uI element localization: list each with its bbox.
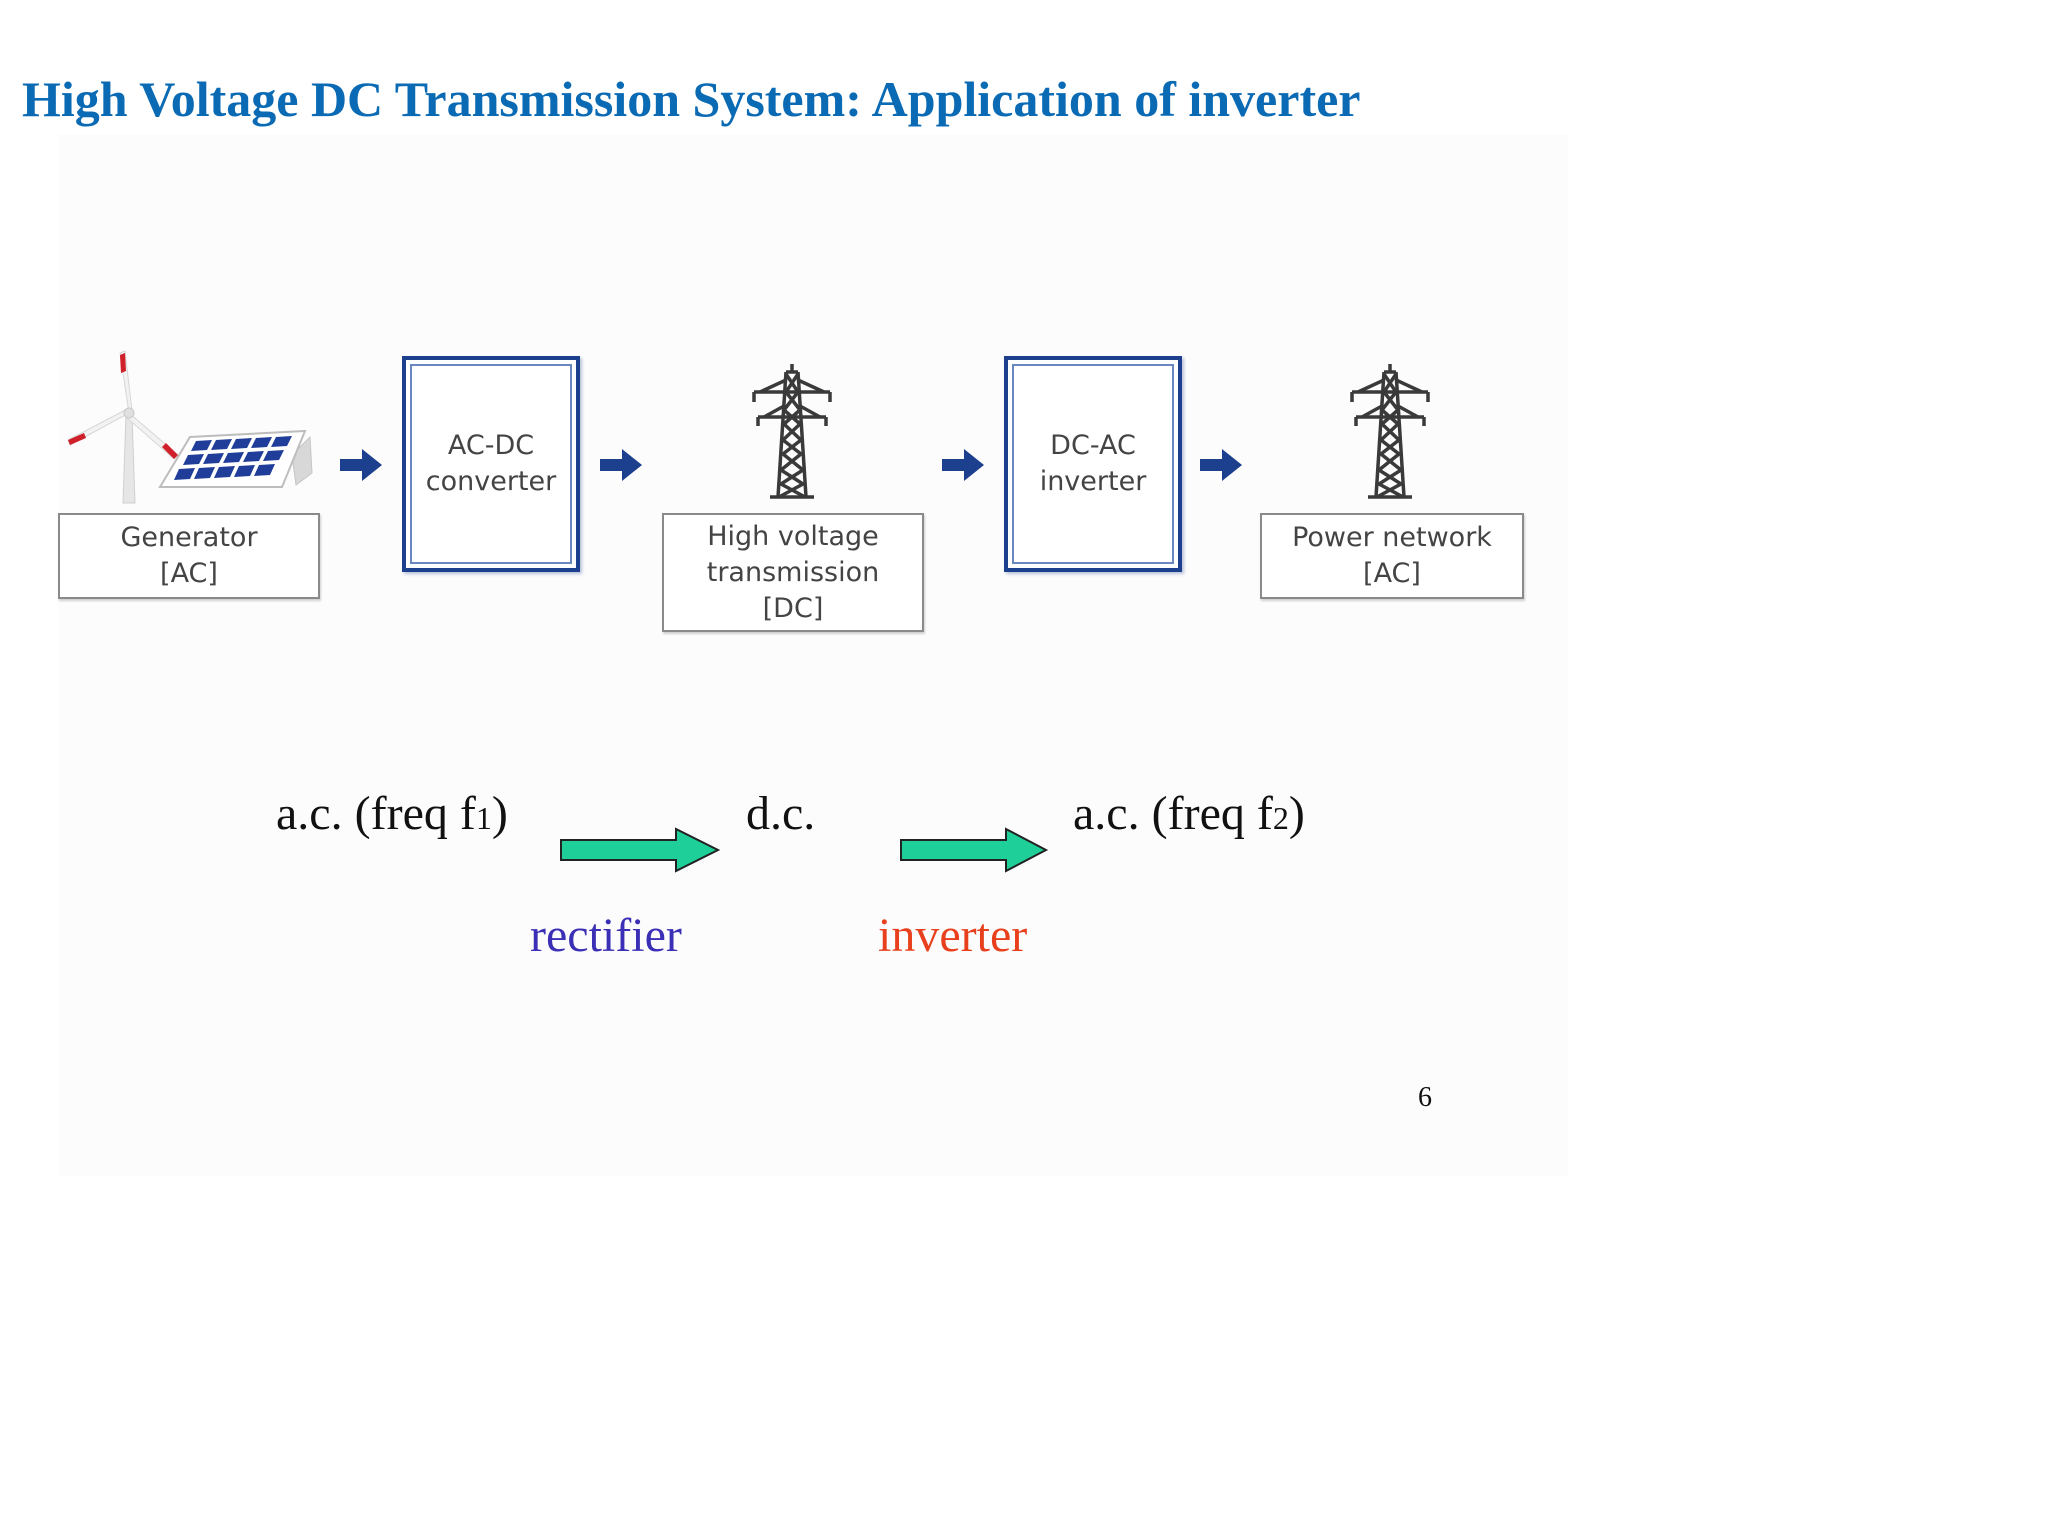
inverter-box-label: inverter <box>1039 466 1147 497</box>
power-network-type: [AC] <box>1363 558 1421 589</box>
ac-output-subscript: 2 <box>1272 800 1289 836</box>
dc-label: d.c. <box>746 787 816 840</box>
slide: High Voltage DC Transmission System: App… <box>22 71 1568 1176</box>
high-voltage-box: High voltage transmission [DC] <box>662 513 924 632</box>
ac-output-close: ) <box>1288 787 1305 840</box>
high-voltage-label: High voltage <box>707 520 879 552</box>
ac-input-text: a.c. (freq f <box>276 787 476 840</box>
ac-input-label: a.c. (freq f1) <box>276 786 508 841</box>
wind-turbine-solar-icon <box>67 350 313 504</box>
rectifier-arrow-icon <box>560 827 721 873</box>
transmission-tower-icon <box>752 364 832 499</box>
dc-ac-label: DC-AC <box>1050 430 1136 461</box>
slide-title: High Voltage DC Transmission System: App… <box>22 71 1361 127</box>
transmission-label: transmission <box>706 556 880 588</box>
dc-type-label: [DC] <box>762 592 824 624</box>
power-network-box: Power network [AC] <box>1260 513 1524 599</box>
dc-ac-inverter-box: DC-AC inverter <box>1004 356 1182 572</box>
ac-input-close: ) <box>491 787 508 840</box>
generator-box: Generator [AC] <box>58 513 320 599</box>
ac-output-label: a.c. (freq f2) <box>1073 786 1305 841</box>
page-number: 6 <box>1418 1082 1432 1113</box>
inverter-arrow-icon <box>900 827 1049 873</box>
ac-output-text: a.c. (freq f <box>1073 787 1273 840</box>
flow-arrow-3-icon <box>942 449 984 481</box>
ac-dc-label: AC-DC <box>447 430 535 461</box>
flow-arrow-4-icon <box>1200 449 1242 481</box>
slide-background <box>58 135 1568 1176</box>
flow-arrow-1-icon <box>340 449 382 481</box>
rectifier-label: rectifier <box>530 909 682 962</box>
generator-label: Generator <box>120 522 258 553</box>
inverter-label: inverter <box>878 909 1028 962</box>
power-network-label: Power network <box>1292 522 1492 553</box>
ac-dc-converter-box: AC-DC converter <box>402 356 580 572</box>
ac-input-subscript: 1 <box>475 800 492 836</box>
generator-type: [AC] <box>160 558 218 589</box>
converter-label: converter <box>425 466 557 497</box>
power-network-tower-icon <box>1350 364 1430 499</box>
flow-arrow-2-icon <box>600 449 642 481</box>
